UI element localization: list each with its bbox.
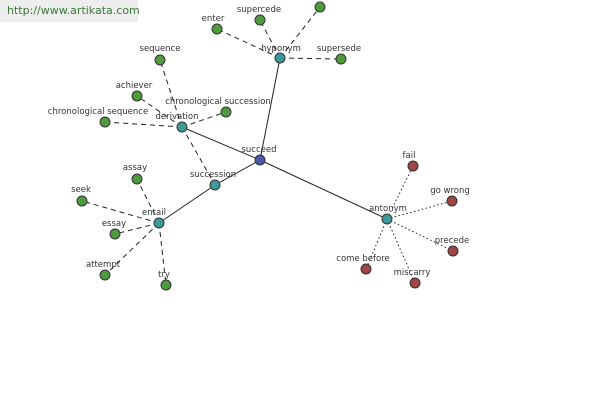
edges-layer [81, 6, 454, 286]
edge-entail-attempt [104, 222, 160, 276]
edge-antonym-precede [386, 218, 454, 252]
node-enter[interactable] [211, 23, 223, 35]
node-seek[interactable] [76, 195, 88, 207]
edge-hyponym-supercede [259, 19, 281, 59]
node-come-before[interactable] [360, 263, 372, 275]
labels-layer: succeed hyponym derivation succession entail… [48, 5, 470, 280]
node-try[interactable] [160, 279, 172, 291]
node-attempt[interactable] [99, 269, 111, 281]
node-supersede[interactable] [335, 53, 347, 65]
node-derivation[interactable] [176, 121, 188, 133]
label-chronological-succession: chronological succession [165, 97, 271, 107]
node-miscarry[interactable] [409, 277, 421, 289]
node-achiever[interactable] [131, 90, 143, 102]
label-precede: precede [435, 236, 469, 246]
label-essay: essay [102, 219, 126, 229]
edge-entail-essay [114, 222, 160, 235]
edge-succession-entail [158, 184, 216, 224]
label-derivation: derivation [155, 112, 198, 122]
edge-antonym-fail [386, 165, 414, 220]
node-antonym[interactable] [381, 213, 393, 225]
label-come-before: come before [336, 254, 389, 264]
edge-entail-seek [81, 200, 160, 224]
site-url-watermark[interactable]: http://www.artikata.com [0, 0, 140, 22]
node-fail[interactable] [407, 160, 419, 172]
edge-antonym-come-before [365, 218, 388, 270]
label-seek: seek [71, 185, 91, 195]
node-succession[interactable] [209, 179, 221, 191]
label-hyponym: hyponym [261, 44, 301, 54]
edge-derivation-sequence [159, 59, 183, 128]
label-attempt: attempt [86, 260, 121, 270]
label-supercede: supercede [237, 5, 281, 15]
edge-succeed-hyponym [259, 57, 281, 161]
label-succeed: succeed [241, 145, 276, 155]
label-supersede: supersede [317, 44, 361, 54]
label-succession: succession [190, 170, 236, 180]
edge-hyponym-hyponym-unlabeled [279, 6, 321, 59]
label-go-wrong: go wrong [430, 186, 470, 196]
edge-antonym-go-wrong [386, 200, 453, 220]
edge-entail-try [158, 222, 167, 286]
edge-derivation-chronological-succession [181, 111, 227, 128]
edge-succeed-succession [214, 159, 261, 186]
edge-derivation-achiever [136, 95, 183, 128]
node-go-wrong[interactable] [446, 195, 458, 207]
label-chronological-sequence: chronological sequence [48, 107, 148, 117]
edge-derivation-chronological-sequence [104, 121, 183, 128]
node-supercede[interactable] [254, 14, 266, 26]
node-assay[interactable] [131, 173, 143, 185]
node-hyponym-unlabeled[interactable] [314, 1, 326, 13]
label-enter: enter [202, 14, 225, 24]
label-assay: assay [123, 163, 147, 173]
edge-derivation-succession [181, 126, 216, 186]
label-fail: fail [403, 151, 416, 161]
node-precede[interactable] [447, 245, 459, 257]
label-achiever: achiever [116, 81, 153, 91]
node-hyponym[interactable] [274, 52, 286, 64]
node-sequence[interactable] [154, 54, 166, 66]
edge-succeed-antonym [259, 159, 388, 220]
node-essay[interactable] [109, 228, 121, 240]
edge-hyponym-supersede [279, 57, 342, 60]
label-entail: entail [142, 208, 166, 218]
label-miscarry: miscarry [394, 268, 431, 278]
edge-entail-assay [136, 178, 160, 224]
node-entail[interactable] [153, 217, 165, 229]
edge-succeed-derivation [181, 126, 261, 161]
edge-hyponym-enter [216, 28, 281, 59]
node-chronological-sequence[interactable] [99, 116, 111, 128]
label-sequence: sequence [140, 44, 181, 54]
node-succeed[interactable] [254, 154, 266, 166]
node-chronological-succession[interactable] [220, 106, 232, 118]
label-try: try [158, 270, 170, 280]
nodes-layer [76, 1, 459, 291]
label-antonym: antonym [369, 204, 407, 214]
